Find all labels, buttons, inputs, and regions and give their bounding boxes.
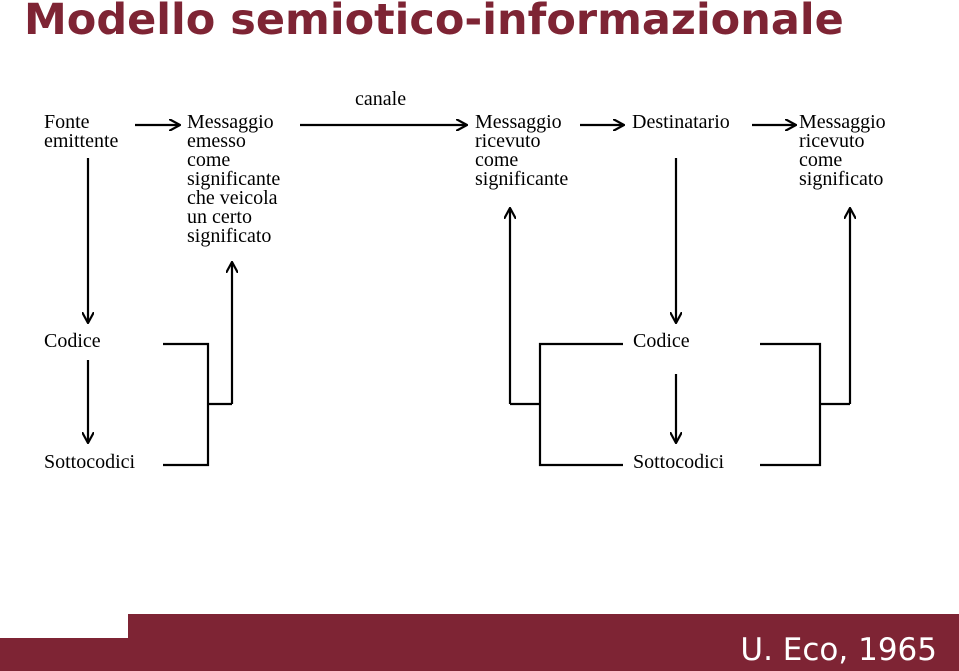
node-messaggio-emesso: Messaggio emesso come significante che v… (187, 111, 281, 247)
node-destinatario: Destinatario (632, 111, 730, 133)
bracket-destinatario-left (538, 342, 623, 467)
node-messaggio-ricevuto-significante: Messaggio ricevuto come significante (475, 111, 569, 190)
footer-credit: U. Eco, 1965 (740, 632, 937, 668)
footer-band (128, 614, 959, 671)
page-title: Modello semiotico-informazionale (24, 0, 844, 45)
node-codice-destinatario: Codice (633, 330, 690, 352)
footer-band-left (0, 638, 128, 671)
node-messaggio-ricevuto-significato: Messaggio ricevuto come significato (799, 111, 886, 190)
node-sottocodici-destinatario: Sottocodici (633, 451, 725, 473)
channel-label: canale (355, 88, 407, 110)
bracket-emittente (163, 342, 210, 467)
node-codice-emittente: Codice (44, 330, 101, 352)
bracket-destinatario-right (760, 342, 822, 467)
node-sottocodici-emittente: Sottocodici (44, 451, 136, 473)
node-fonte-emittente: Fonte emittente (44, 111, 119, 152)
